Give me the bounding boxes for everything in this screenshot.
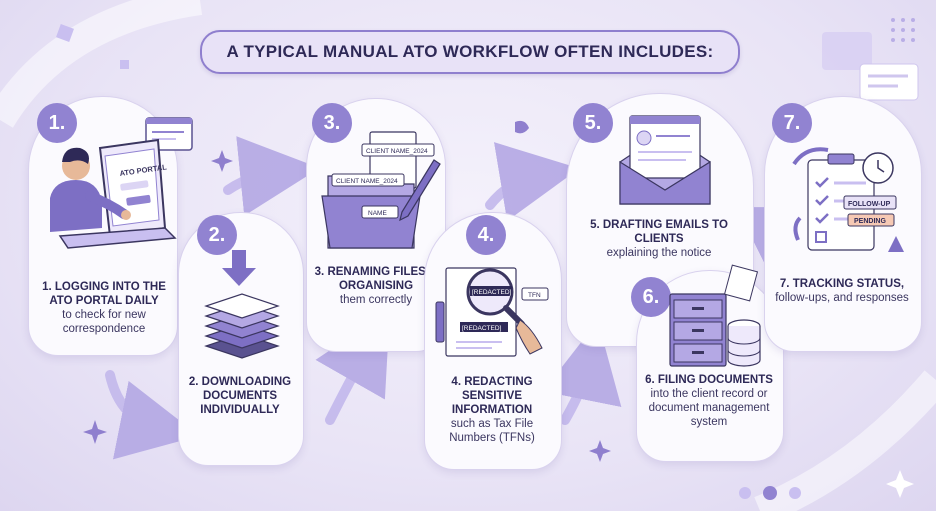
step-4-title: 4. REDACTING SENSITIVE INFORMATION — [451, 376, 533, 416]
filing-cabinet-illustration — [669, 264, 761, 367]
tfn-label: TFN — [528, 292, 541, 299]
email-envelope-illustration — [619, 115, 711, 205]
step-5-caption: 5. DRAFTING EMAILS TO CLIENTS explaining… — [580, 218, 738, 260]
document-stack-illustration — [204, 250, 280, 359]
step-7-badge: 7. — [772, 103, 812, 143]
folder-label-bottom: NAME — [368, 210, 387, 217]
step-3-badge: 3. — [312, 103, 352, 143]
step-1-title: 1. LOGGING INTO THE ATO PORTAL DAILY — [42, 281, 166, 307]
step-3-description: them correctly — [339, 294, 413, 306]
step-2-badge: 2. — [197, 215, 237, 255]
step-1-badge: 1. — [37, 103, 77, 143]
step-5-title: 5. DRAFTING EMAILS TO CLIENTS — [590, 219, 728, 245]
step-7-description: follow-ups, and responses — [775, 292, 909, 304]
step-4-description: such as Tax File Numbers (TFNs) — [449, 418, 535, 444]
tracking-checklist-illustration: FOLLOW-UP PENDING — [792, 147, 904, 252]
folder-label-top: CLIENT NAME_2024 — [366, 148, 428, 155]
title-banner: A TYPICAL MANUAL ATO WORKFLOW OFTEN INCL… — [200, 30, 740, 74]
step-1-caption: 1. LOGGING INTO THE ATO PORTAL DAILY to … — [34, 280, 174, 336]
step-6-caption: 6. FILING DOCUMENTS into the client reco… — [644, 373, 774, 429]
step-7-caption: 7. TRACKING STATUS, follow-ups, and resp… — [774, 277, 910, 305]
folder-label-middle: CLIENT NAME_2024 — [336, 178, 398, 185]
step-5-badge: 5. — [573, 103, 613, 143]
folder-illustration: CLIENT NAME_2024 CLIENT NAME_2024 NAME — [321, 131, 441, 249]
step-1-description: to check for new correspondence — [62, 309, 146, 335]
step-5-description: explaining the notice — [606, 247, 712, 259]
pending-tag: PENDING — [854, 218, 886, 225]
redacted-label-upper: [REDACTED] — [472, 289, 512, 296]
laptop-person-illustration: ATO PORTAL — [50, 117, 193, 249]
step-3-caption: 3. RENAMING FILES & ORGANISING them corr… — [314, 265, 438, 307]
step-7-title: 7. TRACKING STATUS, — [779, 278, 905, 290]
step-2-caption: 2. DOWNLOADING DOCUMENTS INDIVIDUALLY — [184, 375, 296, 417]
redacted-label-lower: [REDACTED] — [462, 325, 502, 332]
step-2-title: 2. DOWNLOADING DOCUMENTS INDIVIDUALLY — [188, 376, 292, 416]
step-6-title: 6. FILING DOCUMENTS — [645, 374, 773, 386]
title-text: A TYPICAL MANUAL ATO WORKFLOW OFTEN INCL… — [226, 42, 714, 61]
step-6-badge: 6. — [631, 277, 671, 317]
step-4-caption: 4. REDACTING SENSITIVE INFORMATION such … — [430, 375, 554, 445]
step-3-title: 3. RENAMING FILES & ORGANISING — [314, 266, 438, 292]
redaction-magnifier-illustration: [REDACTED] [REDACTED] TFN — [435, 267, 549, 357]
step-4-badge: 4. — [466, 215, 506, 255]
follow-up-tag: FOLLOW-UP — [848, 201, 891, 208]
step-6-description: into the client record or document manag… — [648, 388, 770, 428]
